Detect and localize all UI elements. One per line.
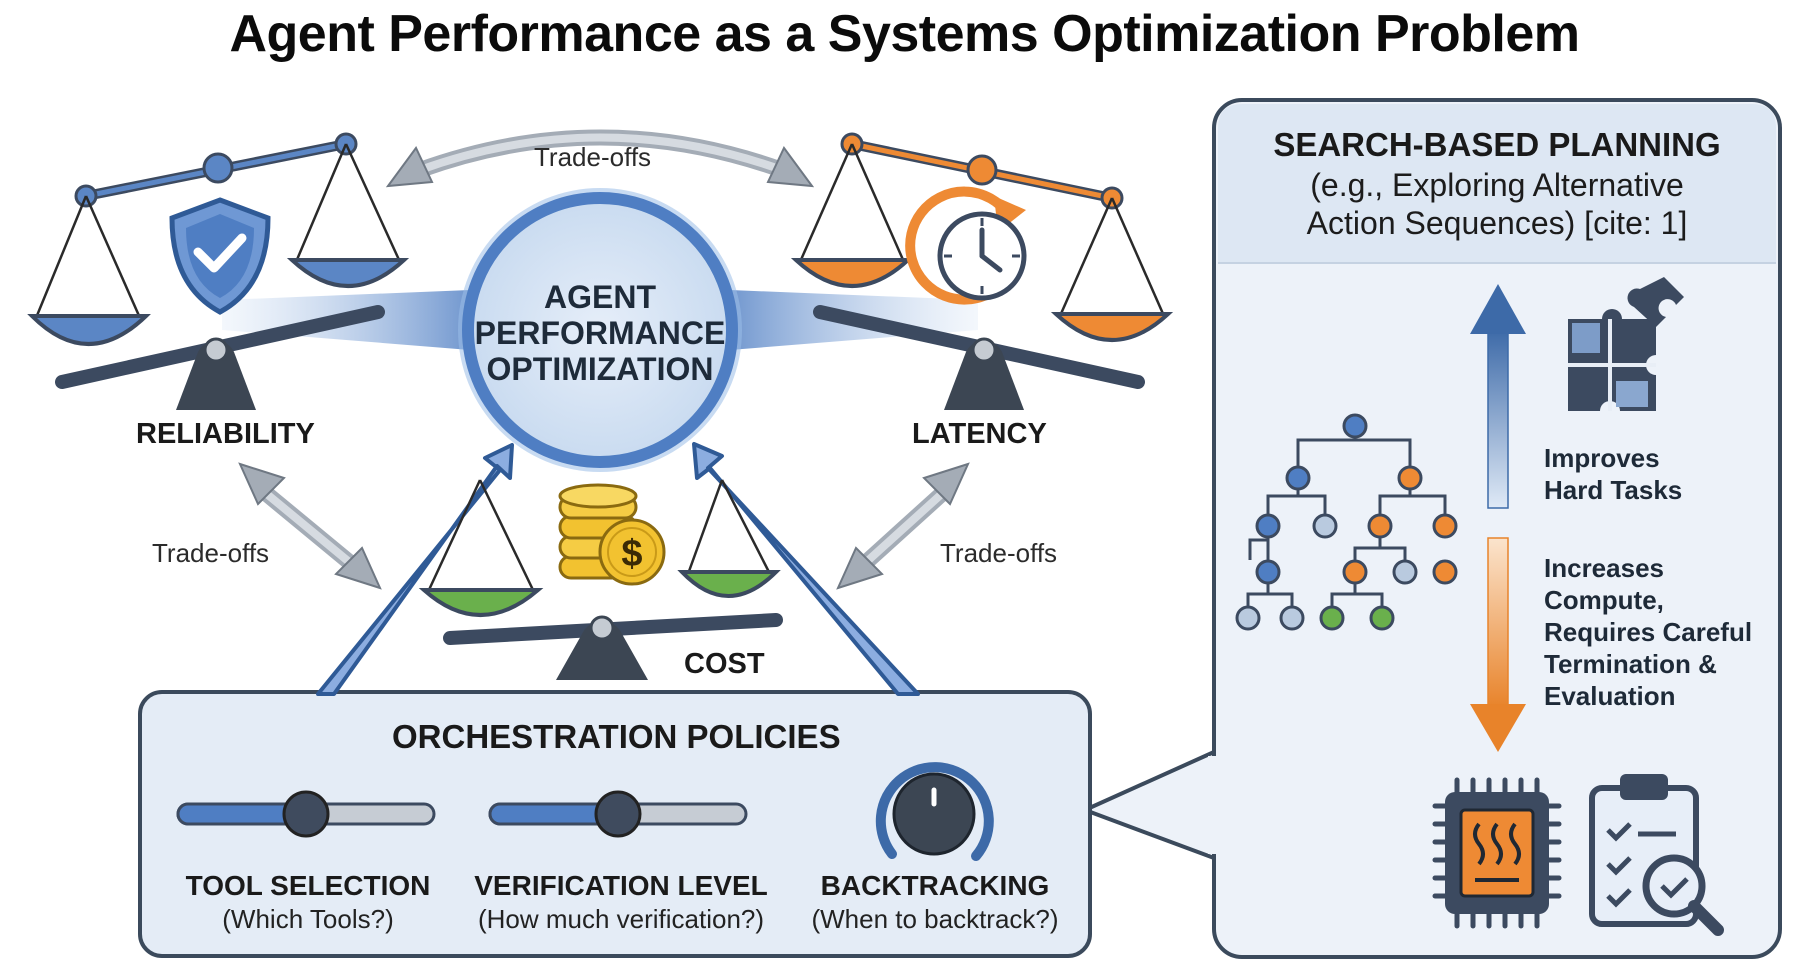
callout-pointer	[1083, 750, 1216, 860]
latency-label: LATENCY	[912, 418, 1047, 450]
puzzle-icon	[1568, 277, 1684, 411]
cost-scale	[418, 479, 783, 680]
center-label-line-1: AGENT	[544, 279, 656, 315]
increases-label: Increases Compute, Requires Careful Term…	[1544, 553, 1753, 711]
orchestration-arrows	[316, 442, 920, 696]
tradeoff-arrow-top	[385, 129, 815, 188]
tradeoffs-label-right: Trade-offs	[940, 538, 1058, 568]
search-planning-title: SEARCH-BASED PLANNING	[1273, 126, 1721, 163]
search-planning-subtitle-line-1: (e.g., Exploring Alternative	[1310, 167, 1684, 203]
center-label-line-2: PERFORMANCE	[474, 315, 726, 351]
tradeoffs-label-top: Trade-offs	[534, 142, 652, 172]
backtracking-sub: (When to backtrack?)	[811, 904, 1059, 934]
reliability-scale	[27, 132, 410, 410]
search-planning-panel	[1212, 98, 1782, 959]
tradeoffs-label-left: Trade-offs	[152, 538, 270, 568]
clipboard-magnifier-icon	[1589, 774, 1724, 936]
improves-label: Improves Hard Tasks	[1544, 443, 1683, 505]
center-circle	[458, 188, 742, 472]
reliability-label: RELIABILITY	[136, 418, 315, 450]
search-planning-subtitle-line-2: Action Sequences) [cite: 1]	[1306, 205, 1688, 241]
tradeoff-arrow-left	[238, 462, 382, 590]
orchestration-title: ORCHESTRATION POLICIES	[392, 718, 841, 755]
cpu-heat-icon	[1432, 777, 1562, 929]
center-label-line-3: OPTIMIZATION	[486, 351, 714, 387]
cost-label: COST	[684, 648, 765, 680]
tool-selection-slider[interactable]	[176, 790, 436, 838]
search-tree-nodes	[1235, 413, 1458, 631]
verification-level-label: VERIFICATION LEVEL	[474, 870, 768, 901]
increases-arrow	[1470, 537, 1526, 752]
tradeoff-arrow-right	[836, 462, 970, 590]
shield-check-icon	[169, 197, 271, 315]
improves-arrow	[1470, 284, 1526, 509]
verification-level-sub: (How much verification?)	[477, 904, 765, 934]
dollar-coin-icon: $	[598, 518, 666, 586]
latency-scale	[790, 132, 1174, 410]
tool-selection-label: TOOL SELECTION	[185, 870, 431, 901]
backtracking-label: BACKTRACKING	[820, 870, 1050, 901]
clock-refresh-icon	[905, 186, 1027, 305]
tool-selection-sub: (Which Tools?)	[222, 904, 394, 934]
backtracking-knob[interactable]	[875, 762, 994, 861]
page-title: Agent Performance as a Systems Optimizat…	[229, 5, 1580, 63]
verification-level-slider[interactable]	[488, 790, 748, 838]
svg-text:$: $	[621, 533, 642, 575]
